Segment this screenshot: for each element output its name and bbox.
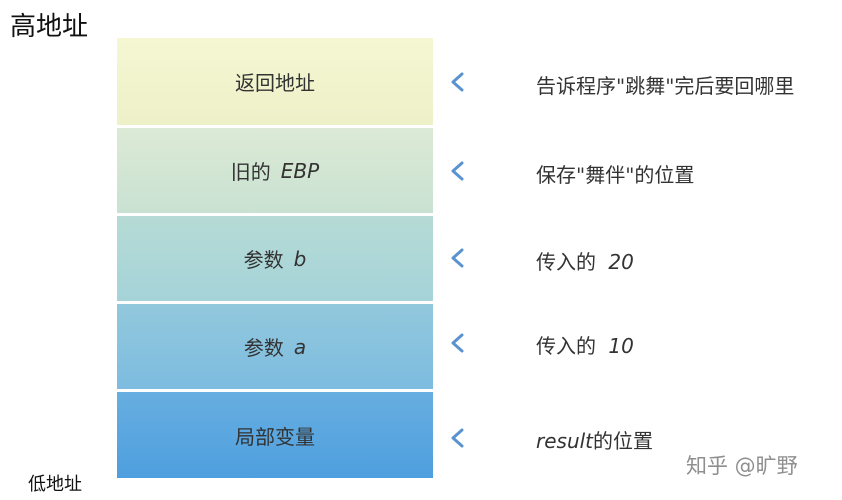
stack-cell-label: 参数 — [243, 336, 284, 360]
stack-cell-var: a — [293, 334, 307, 359]
stack-cell-local-vars: 局部变量 — [117, 392, 433, 478]
description-number: 10 — [608, 334, 634, 358]
description-text: 告诉程序"跳舞"完后要回哪里 — [536, 74, 795, 98]
stack-cell-label: 旧的 — [230, 160, 271, 184]
low-address-label: 低地址 — [28, 474, 82, 495]
arrow-left-icon — [451, 161, 508, 181]
stack-cell-label: 参数 — [243, 248, 284, 272]
arrow-left-icon — [451, 248, 508, 268]
description-variable: result — [536, 429, 594, 453]
stack-cell-param-b: 参数 b — [117, 216, 433, 304]
description-text: 保存"舞伴"的位置 — [536, 163, 695, 187]
description-param-a: 传入的 10 — [536, 330, 634, 359]
description-old-ebp: 保存"舞伴"的位置 — [536, 159, 694, 188]
description-text: 的位置 — [593, 429, 654, 453]
arrow-left-icon — [451, 428, 508, 448]
high-address-label: 高地址 — [10, 12, 89, 42]
stack-cell-param-a: 参数 a — [117, 304, 433, 392]
stack-cell-return-address: 返回地址 — [117, 38, 433, 128]
description-return-address: 告诉程序"跳舞"完后要回哪里 — [536, 70, 794, 99]
arrow-left-icon — [451, 72, 508, 92]
watermark: 知乎 @旷野 — [686, 454, 798, 478]
stack-cell-var: b — [293, 246, 307, 271]
stack-cell-label: 局部变量 — [235, 424, 315, 449]
stack-frame: 返回地址 旧的 EBP 参数 b 参数 a 局部变量 — [117, 38, 433, 478]
description-param-b: 传入的 20 — [536, 246, 634, 275]
description-text: 传入的 — [536, 250, 596, 274]
stack-cell-var: EBP — [280, 158, 320, 183]
description-text: 传入的 — [536, 334, 596, 358]
description-number: 20 — [608, 250, 634, 274]
stack-cell-label: 返回地址 — [235, 71, 315, 95]
stack-cell-old-ebp: 旧的 EBP — [117, 128, 433, 216]
description-local-vars: result的位置 — [536, 425, 653, 454]
arrow-left-icon — [451, 333, 508, 353]
